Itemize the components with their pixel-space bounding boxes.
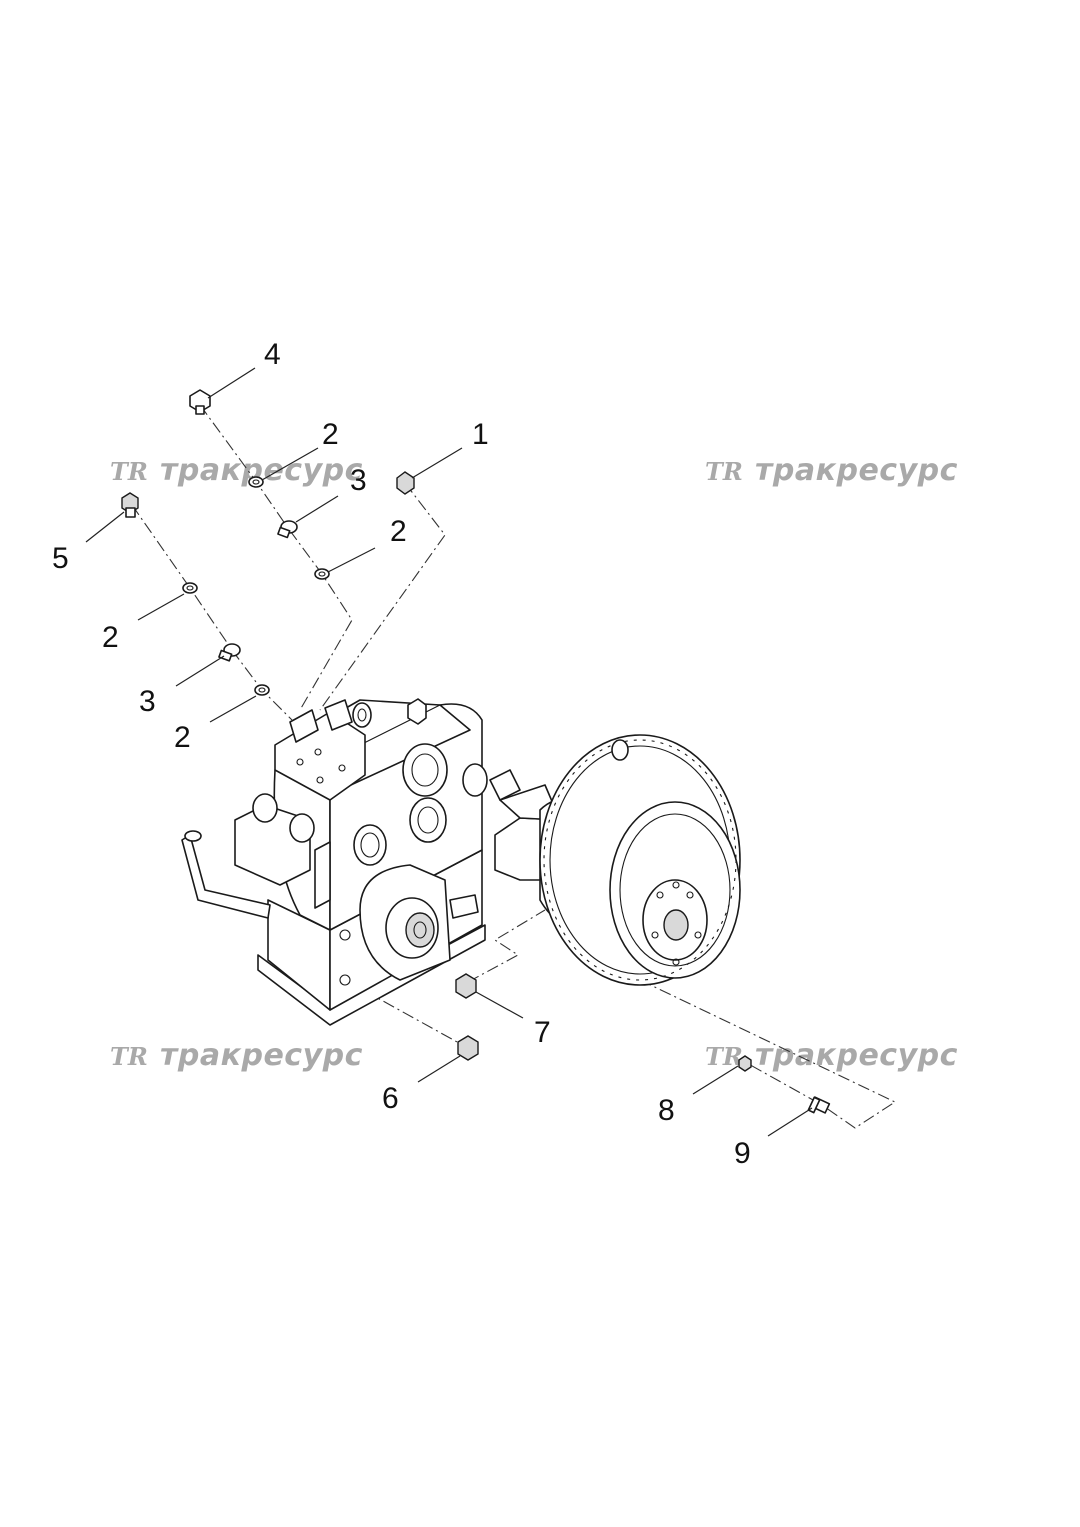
- callout-9: 9: [734, 1137, 751, 1170]
- part-plug-7: [455, 973, 477, 999]
- callout-8: 8: [658, 1094, 675, 1127]
- watermark-top-left: TR тракресурс: [110, 453, 362, 488]
- torque-converter: [489, 734, 741, 986]
- watermark-logo: TR: [705, 1042, 743, 1071]
- assembly-lines: [131, 404, 897, 1129]
- watermark-text: тракресурс: [755, 1038, 958, 1073]
- part-washer-2b: [314, 568, 330, 580]
- callout-3: 3: [350, 464, 367, 497]
- part-banjo-fitting-3b: [218, 643, 241, 662]
- callout-2: 2: [322, 418, 339, 451]
- callout-2: 2: [390, 515, 407, 548]
- callout-1: 1: [472, 418, 489, 451]
- callout-2: 2: [102, 621, 119, 654]
- part-bolt-4: [189, 389, 211, 415]
- callout-2: 2: [174, 721, 191, 754]
- watermark-logo: TR: [705, 457, 743, 486]
- callout-7: 7: [534, 1016, 551, 1049]
- part-washer-2d: [254, 684, 270, 696]
- watermark-logo: TR: [110, 1042, 148, 1071]
- watermark-logo: TR: [110, 457, 148, 486]
- part-fitting-5: [121, 492, 139, 518]
- part-bolt-9: [807, 1096, 831, 1114]
- callout-numbers: 1 2 2 2 2 3 3 4 5 6 7 8 9: [52, 338, 751, 1170]
- callout-3: 3: [139, 685, 156, 718]
- part-washer-2c: [182, 582, 198, 594]
- leader-lines: [85, 367, 813, 1137]
- callout-4: 4: [264, 338, 281, 371]
- callout-6: 6: [382, 1082, 399, 1115]
- part-plug-1: [396, 471, 415, 495]
- part-plug-6: [457, 1035, 479, 1061]
- gearbox-housing: [181, 698, 488, 1026]
- part-banjo-fitting-3a: [277, 520, 298, 539]
- watermark-bottom-left: TR тракресурс: [110, 1038, 363, 1073]
- watermark-bottom-right: TR тракресурс: [705, 1038, 958, 1073]
- watermark-top-right: TR тракресурс: [705, 453, 958, 488]
- callout-5: 5: [52, 542, 69, 575]
- part-washer-2a: [248, 476, 264, 488]
- watermark-text: тракресурс: [160, 1038, 363, 1073]
- watermark-text: тракресурс: [755, 453, 958, 488]
- part-nut-8: [738, 1055, 752, 1072]
